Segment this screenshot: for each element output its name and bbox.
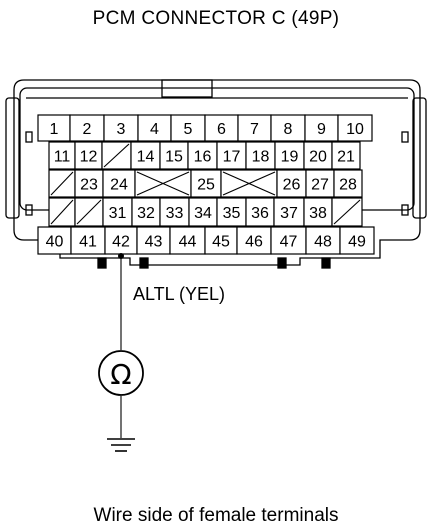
terminal-cavity <box>48 141 76 170</box>
terminal-number: 5 <box>184 121 193 138</box>
probe-wire <box>118 253 124 438</box>
terminal-number: 12 <box>80 149 98 166</box>
terminal-number: 48 <box>314 234 332 251</box>
unused-cavity-mark <box>50 199 74 225</box>
terminal-number: 49 <box>348 234 366 251</box>
terminal-cavity <box>103 114 139 142</box>
terminal-cavity <box>137 114 172 142</box>
terminal-number: 36 <box>251 205 269 222</box>
terminal-number: 42 <box>112 234 130 251</box>
terminal-cavity <box>333 169 363 198</box>
terminal-cavity <box>136 226 171 255</box>
unused-cavity-mark <box>50 171 74 196</box>
terminal-number: 15 <box>165 149 183 166</box>
blocked-cavity-mark <box>222 171 276 196</box>
terminal-cavity <box>305 169 335 198</box>
terminal-number: 33 <box>166 205 184 222</box>
terminal-number: 27 <box>311 177 329 194</box>
blocked-cavity-mark <box>136 171 190 196</box>
terminal-cavity <box>337 114 373 142</box>
terminal-cavity <box>276 169 307 198</box>
terminal-cavity <box>236 226 272 255</box>
terminal-number: 16 <box>194 149 212 166</box>
terminal-cavity <box>304 114 339 142</box>
terminal-number: 24 <box>110 177 128 194</box>
terminal-number: 23 <box>80 177 98 194</box>
terminal-number: 28 <box>339 177 357 194</box>
terminal-number: 35 <box>223 205 241 222</box>
terminal-number: 43 <box>145 234 163 251</box>
terminal-cavity <box>216 197 247 227</box>
terminal-cavity <box>331 141 361 170</box>
ohm-symbol: Ω <box>110 358 131 391</box>
terminal-number: 18 <box>252 149 270 166</box>
terminal-number: 3 <box>117 121 126 138</box>
terminal-number: 44 <box>179 234 197 251</box>
terminal-cavity <box>37 226 72 255</box>
terminal-cavity <box>270 114 306 142</box>
wire-label: ALTL (YEL) <box>133 284 225 304</box>
terminal-cavity <box>170 114 206 142</box>
terminal-number: 38 <box>309 205 327 222</box>
terminal-cavity <box>74 141 103 170</box>
terminal-number: 25 <box>197 177 215 194</box>
terminal-cavity <box>303 197 333 227</box>
unused-cavity-mark <box>103 143 130 168</box>
terminal-number: 40 <box>46 234 64 251</box>
connector-housing <box>5 79 427 269</box>
terminal-cavity <box>245 197 275 227</box>
terminal-number: 32 <box>137 205 155 222</box>
terminal-cavity <box>274 141 305 170</box>
ohmmeter-icon: Ω <box>98 350 144 396</box>
terminal-number: 47 <box>280 234 298 251</box>
unused-cavity-mark <box>333 199 361 225</box>
terminal-number: 7 <box>250 121 259 138</box>
terminal-cavity <box>270 226 307 255</box>
terminal-number: 45 <box>212 234 230 251</box>
terminal-cavity <box>159 141 189 170</box>
terminal-number: 1 <box>50 121 59 138</box>
terminal-number: 9 <box>317 121 326 138</box>
terminal-number: 21 <box>337 149 355 166</box>
terminal-number: 31 <box>109 205 127 222</box>
ground-icon <box>107 438 135 452</box>
terminal-number: 34 <box>194 205 212 222</box>
terminal-cavity <box>102 197 133 227</box>
unused-cavity-mark <box>76 199 102 225</box>
terminal-cavity <box>159 197 190 227</box>
terminal-cavity <box>303 141 333 170</box>
terminal-number: 20 <box>309 149 327 166</box>
diagram-footer: Wire side of female terminals <box>93 505 339 526</box>
terminal-number: 14 <box>137 149 155 166</box>
terminal-cavity <box>204 114 239 142</box>
terminal-cavity <box>339 226 375 255</box>
terminal-number: 8 <box>284 121 293 138</box>
terminal-number: 6 <box>217 121 226 138</box>
terminal-number: 2 <box>83 121 92 138</box>
terminal-cavity <box>102 169 136 198</box>
terminal-number: 4 <box>150 121 159 138</box>
terminal-cavity <box>204 226 238 255</box>
terminal-number: 37 <box>280 205 298 222</box>
terminal-number: 10 <box>346 121 364 138</box>
terminal-number: 19 <box>281 149 299 166</box>
terminal-number: 46 <box>245 234 263 251</box>
terminal-cavity <box>74 169 104 198</box>
terminal-cavity <box>190 169 222 198</box>
terminal-cavity <box>130 141 161 170</box>
terminal-number: 11 <box>54 149 71 166</box>
terminal-number: 26 <box>283 177 301 194</box>
diagram-title: PCM CONNECTOR C (49P) <box>92 8 340 29</box>
terminal-number: 41 <box>79 234 97 251</box>
terminal-number: 17 <box>223 149 241 166</box>
